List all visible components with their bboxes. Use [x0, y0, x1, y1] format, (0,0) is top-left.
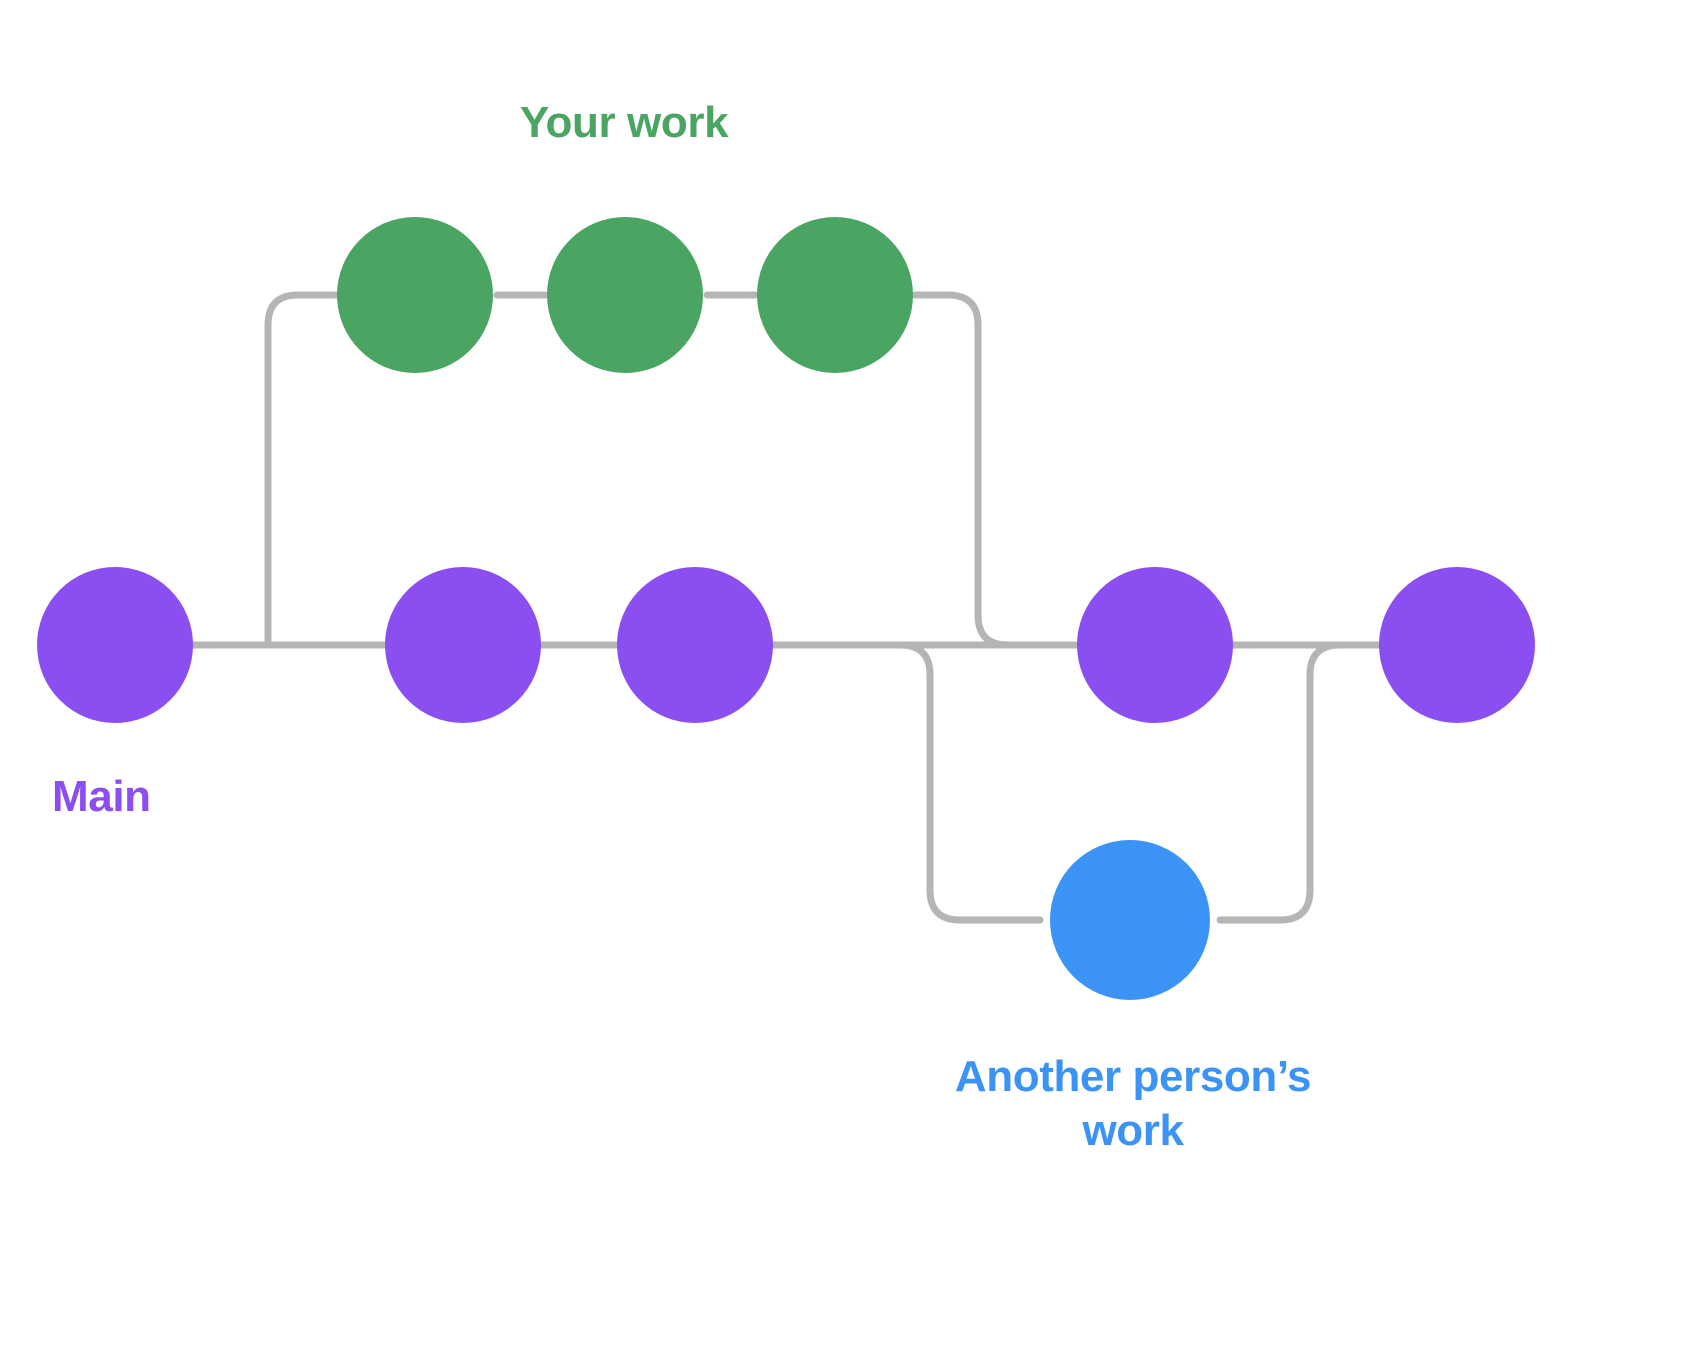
another-person-merge-in-line	[1216, 641, 1404, 924]
branch-label-another_person: Another person’s work	[954, 1052, 1312, 1155]
branch-label-main: Main	[52, 772, 151, 821]
your-work-commit-1[interactable]	[337, 217, 493, 373]
your-work-commit-2[interactable]	[547, 217, 703, 373]
main-commit-2[interactable]	[385, 567, 541, 723]
branch-label-your_work: Your work	[519, 98, 729, 147]
main-commit-3[interactable]	[617, 567, 773, 723]
connector-group	[111, 291, 1534, 924]
your-work-merge-in-line	[911, 291, 1064, 649]
your-work-commit-3[interactable]	[757, 217, 913, 373]
another-person-commit-1[interactable]	[1050, 840, 1210, 1000]
main-commit-5[interactable]	[1379, 567, 1535, 723]
another-person-branch-out-line	[826, 641, 1044, 924]
main-commit-4[interactable]	[1077, 567, 1233, 723]
your-work-branch-out-line	[234, 291, 399, 649]
main-commit-1[interactable]	[37, 567, 193, 723]
